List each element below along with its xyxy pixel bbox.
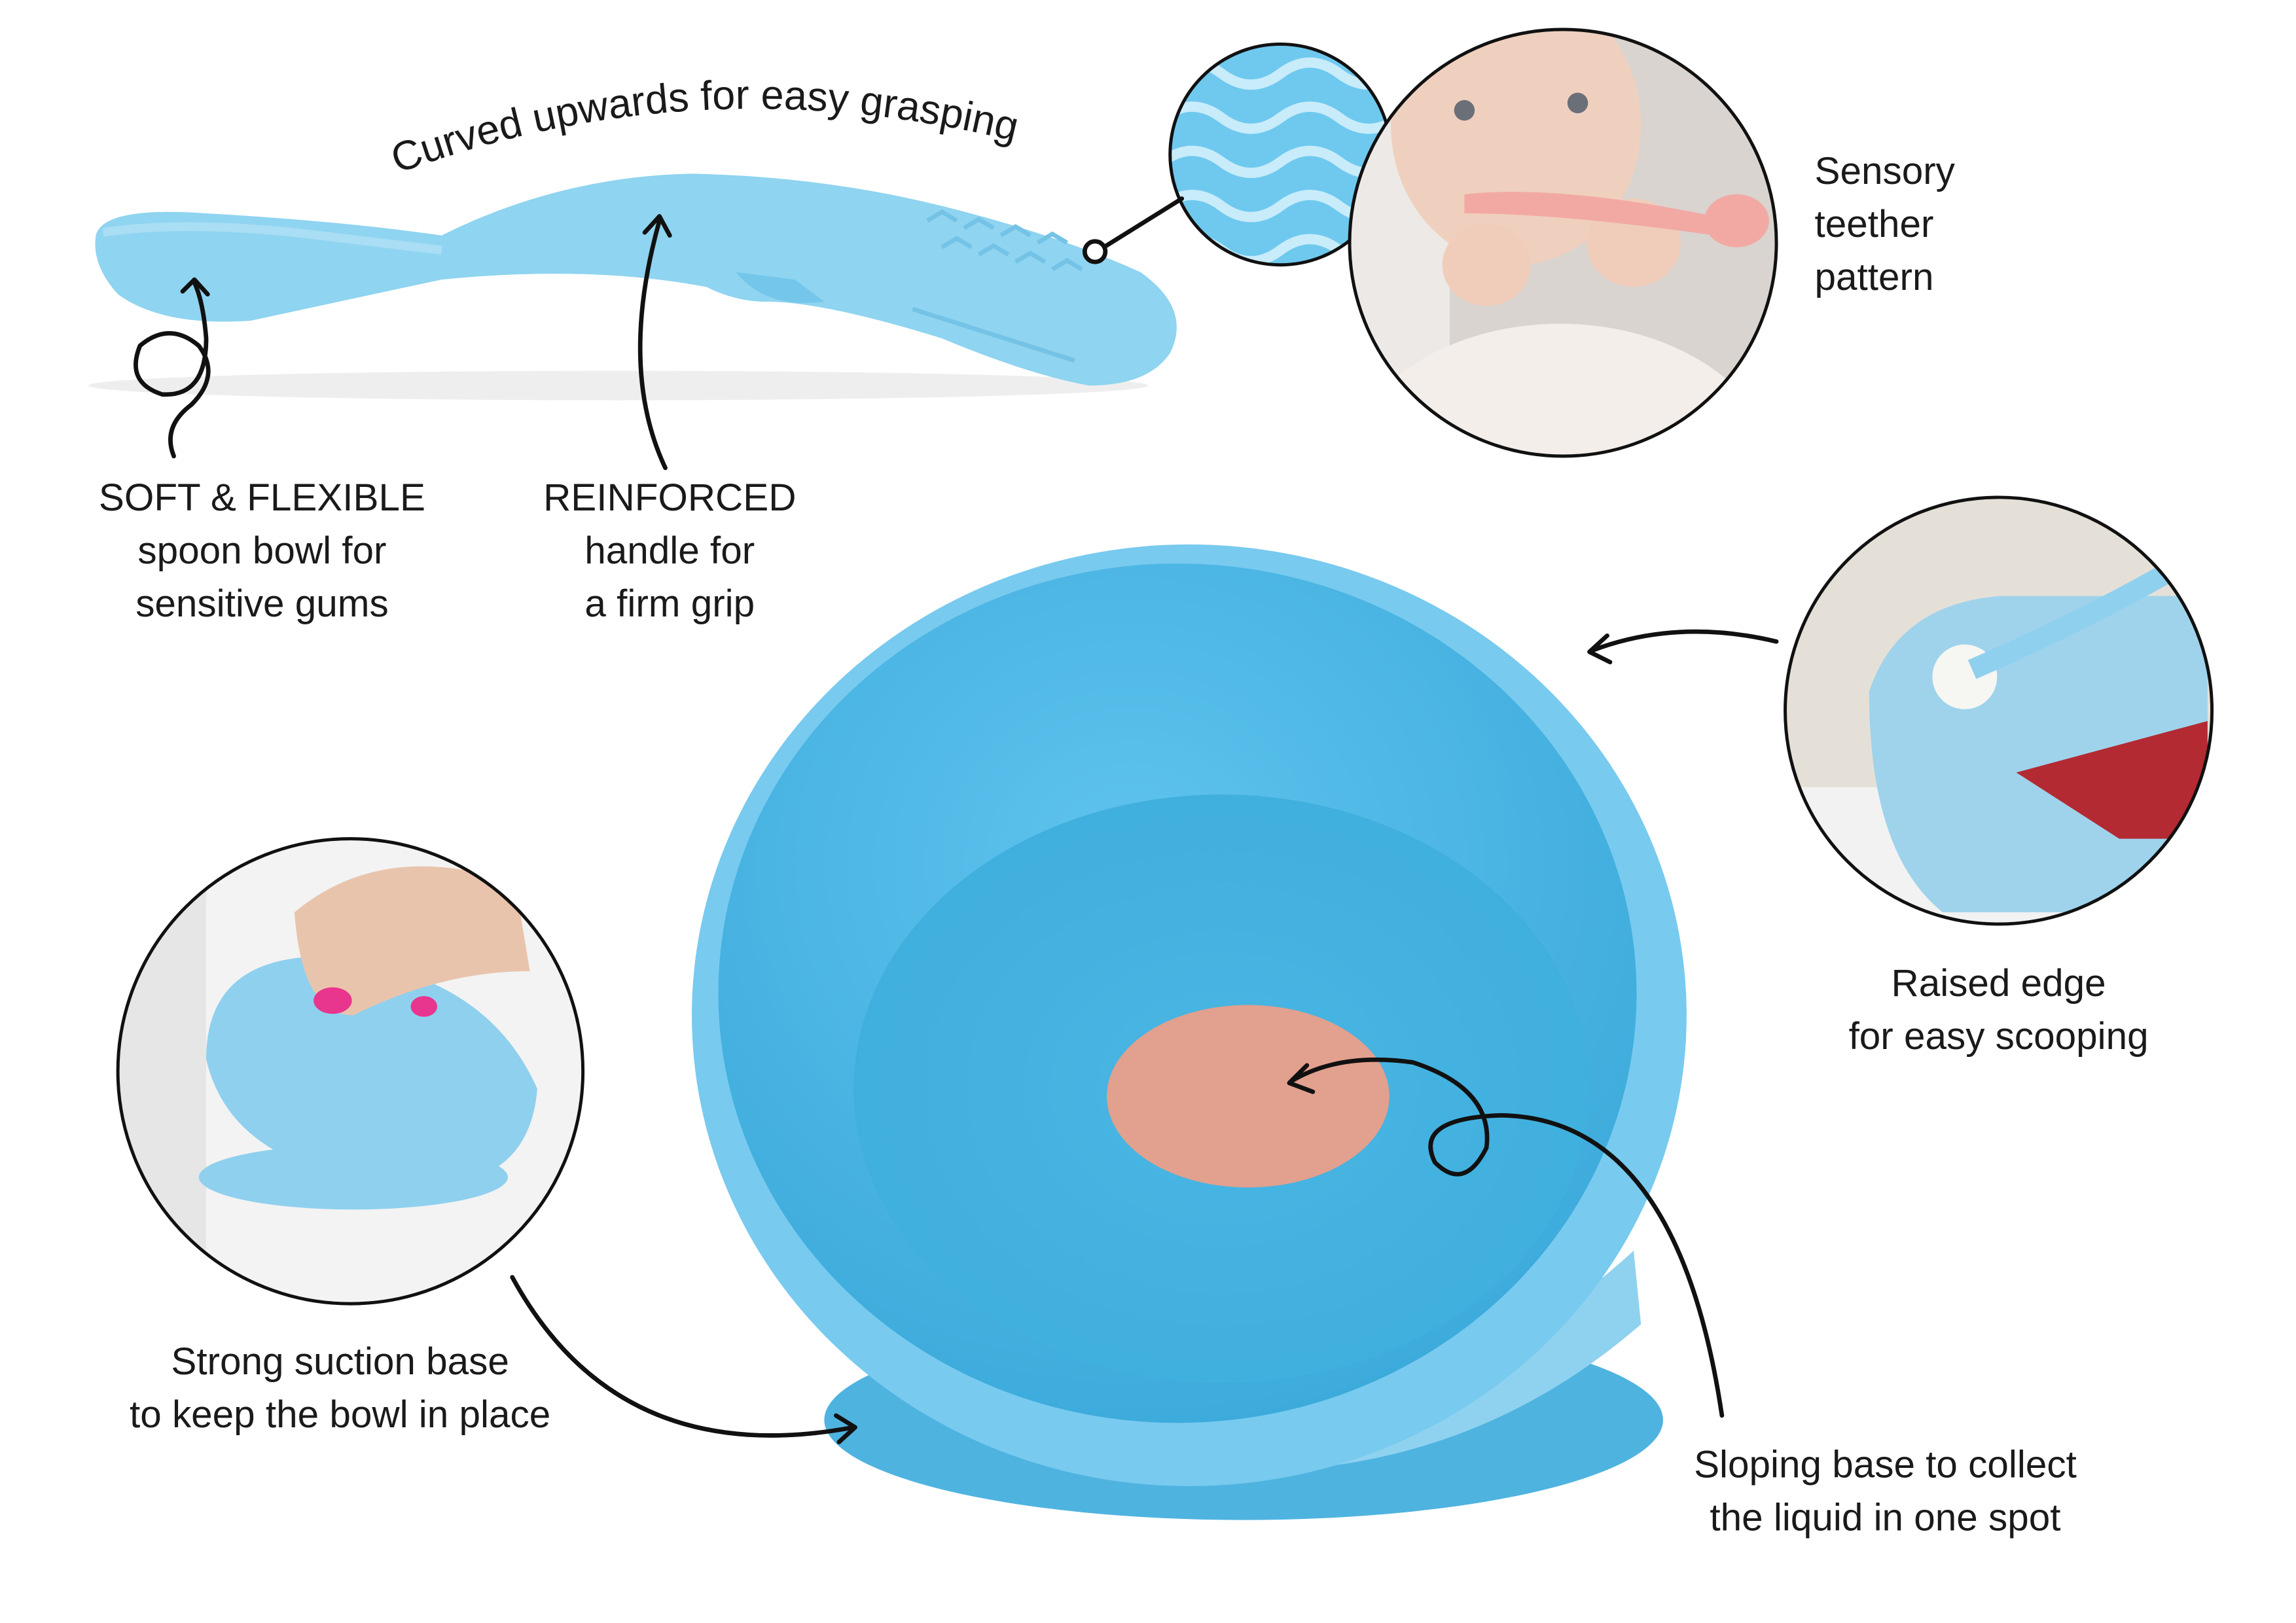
label-line: to keep the bowl in place [130, 1393, 550, 1436]
label-raised-edge: Raised edge for easy scooping [1849, 962, 2149, 1058]
soft-spoon-arrow [134, 280, 211, 459]
label-soft-flexible: SOFT & FLEXIBLE spoon bowl for sensitive… [99, 476, 425, 625]
headline-curved-text: Curved upwards for easy grasping [386, 72, 1024, 182]
sloping-arrowhead [1287, 1063, 1316, 1094]
label-line: teether [1815, 203, 1934, 245]
raised-edge-photo [1784, 495, 2214, 926]
liquid-puddle [1107, 1005, 1390, 1188]
label-line: the liquid in one spot [1710, 1496, 2060, 1539]
raised-edge-arrow [1590, 629, 1779, 653]
teether-pointer-line [1102, 196, 1185, 250]
label-reinforced: REINFORCED handle for a firm grip [543, 476, 796, 625]
label-line: Sloping base to collect [1694, 1443, 2077, 1486]
reinforced-arrow [637, 218, 668, 471]
label-line: Raised edge [1892, 962, 2106, 1005]
label-line: spoon bowl for [137, 529, 386, 572]
reinforced-arrowhead [642, 214, 672, 238]
label-line: a firm grip [584, 582, 755, 625]
sloping-arrow [1288, 1057, 1725, 1418]
suction-arrowhead [833, 1413, 857, 1444]
label-sensory: Sensory teether pattern [1815, 150, 1956, 298]
label-line: SOFT & FLEXIBLE [99, 476, 425, 519]
label-line: Sensory [1815, 150, 1956, 192]
label-sloping-base: Sloping base to collect the liquid in on… [1694, 1443, 2077, 1539]
soft-spoon-arrowhead [180, 277, 210, 297]
baby-photo [1348, 27, 1778, 458]
label-line: for easy scooping [1849, 1015, 2149, 1058]
label-line: handle for [584, 529, 755, 572]
suction-base-photo [116, 837, 585, 1306]
label-line: Strong suction base [171, 1340, 509, 1383]
suction-arrow [510, 1275, 856, 1438]
raised-edge-arrowhead [1587, 633, 1613, 665]
label-line: sensitive gums [135, 582, 389, 625]
bowl-illustration [691, 544, 1687, 1520]
label-line: REINFORCED [543, 476, 796, 519]
label-suction: Strong suction base to keep the bowl in … [130, 1340, 550, 1436]
teether-pointer-dot [1082, 239, 1108, 264]
spoon-illustration [88, 173, 1177, 401]
label-line: pattern [1815, 256, 1934, 298]
